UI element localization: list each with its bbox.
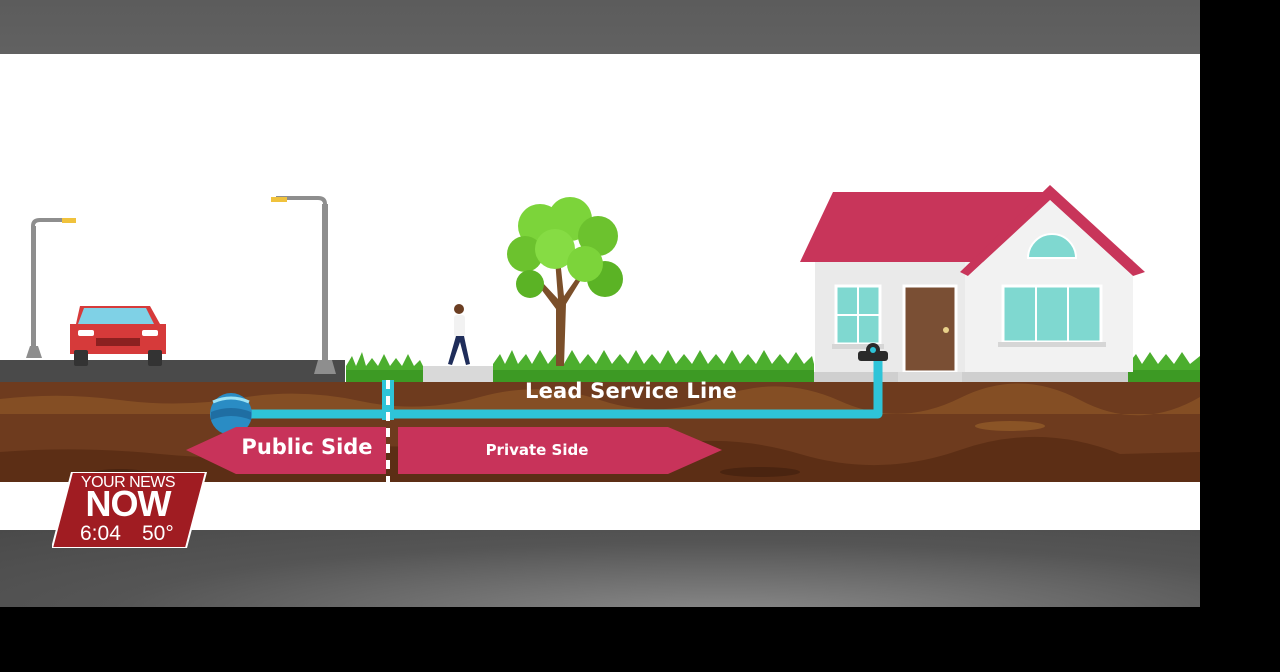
logo-background (52, 472, 208, 548)
street-lamp-icon (26, 218, 76, 358)
road (0, 360, 345, 382)
lead-service-line-diagram: Lead Service Line Public Side Private Si… (0, 54, 1200, 530)
grass (346, 350, 1200, 382)
logo-your-news-text: YOUR NEWS (80, 474, 176, 491)
diagram-graphic (0, 185, 1200, 484)
car-icon (70, 306, 166, 366)
street-lamp-icon (271, 196, 336, 374)
logo-temperature: 50° (142, 522, 174, 545)
private-side-label: Private Side (485, 441, 589, 459)
tree-icon (507, 197, 623, 366)
logo-now-text: NOW (85, 483, 172, 524)
water-main-icon (210, 393, 252, 435)
logo-time: 6:04 (80, 522, 121, 545)
public-side-label: Public Side (241, 435, 373, 459)
house-foundation (800, 372, 1142, 382)
sidewalk (423, 366, 493, 382)
curb-stop-valve-icon (858, 343, 888, 361)
public-side-arrow (186, 427, 386, 474)
house-icon (800, 185, 1145, 382)
video-frame: Lead Service Line Public Side Private Si… (0, 0, 1200, 607)
pedestrian-icon (448, 304, 470, 365)
private-side-arrow (398, 427, 722, 474)
bottom-background-band (0, 530, 1200, 607)
lead-service-line-label: Lead Service Line (525, 379, 737, 403)
station-logo: YOUR NEWS NOW 6:04 50° (52, 472, 208, 548)
